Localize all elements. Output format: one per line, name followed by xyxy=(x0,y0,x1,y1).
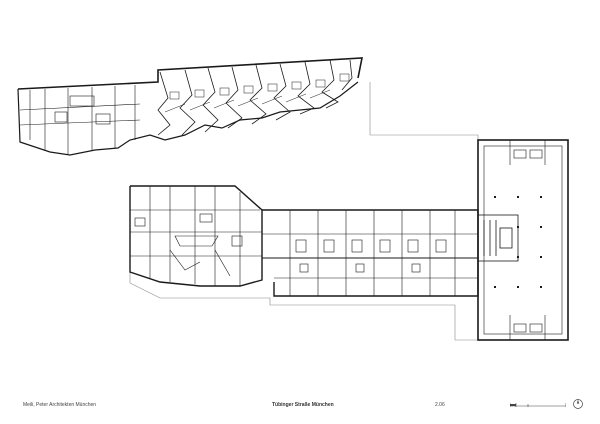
architect-credit: Meili, Peter Architekten München xyxy=(23,402,97,408)
sheet-number: 2.06 xyxy=(435,402,445,408)
long-bar xyxy=(262,209,479,297)
project-title: Tübinger Straße München xyxy=(272,402,334,408)
upper-wing xyxy=(17,57,363,156)
right-hall xyxy=(477,139,569,341)
scale-bar-icon xyxy=(510,403,566,407)
north-arrow-icon xyxy=(573,399,583,409)
site-outline xyxy=(129,82,479,341)
middle-block xyxy=(129,185,263,287)
